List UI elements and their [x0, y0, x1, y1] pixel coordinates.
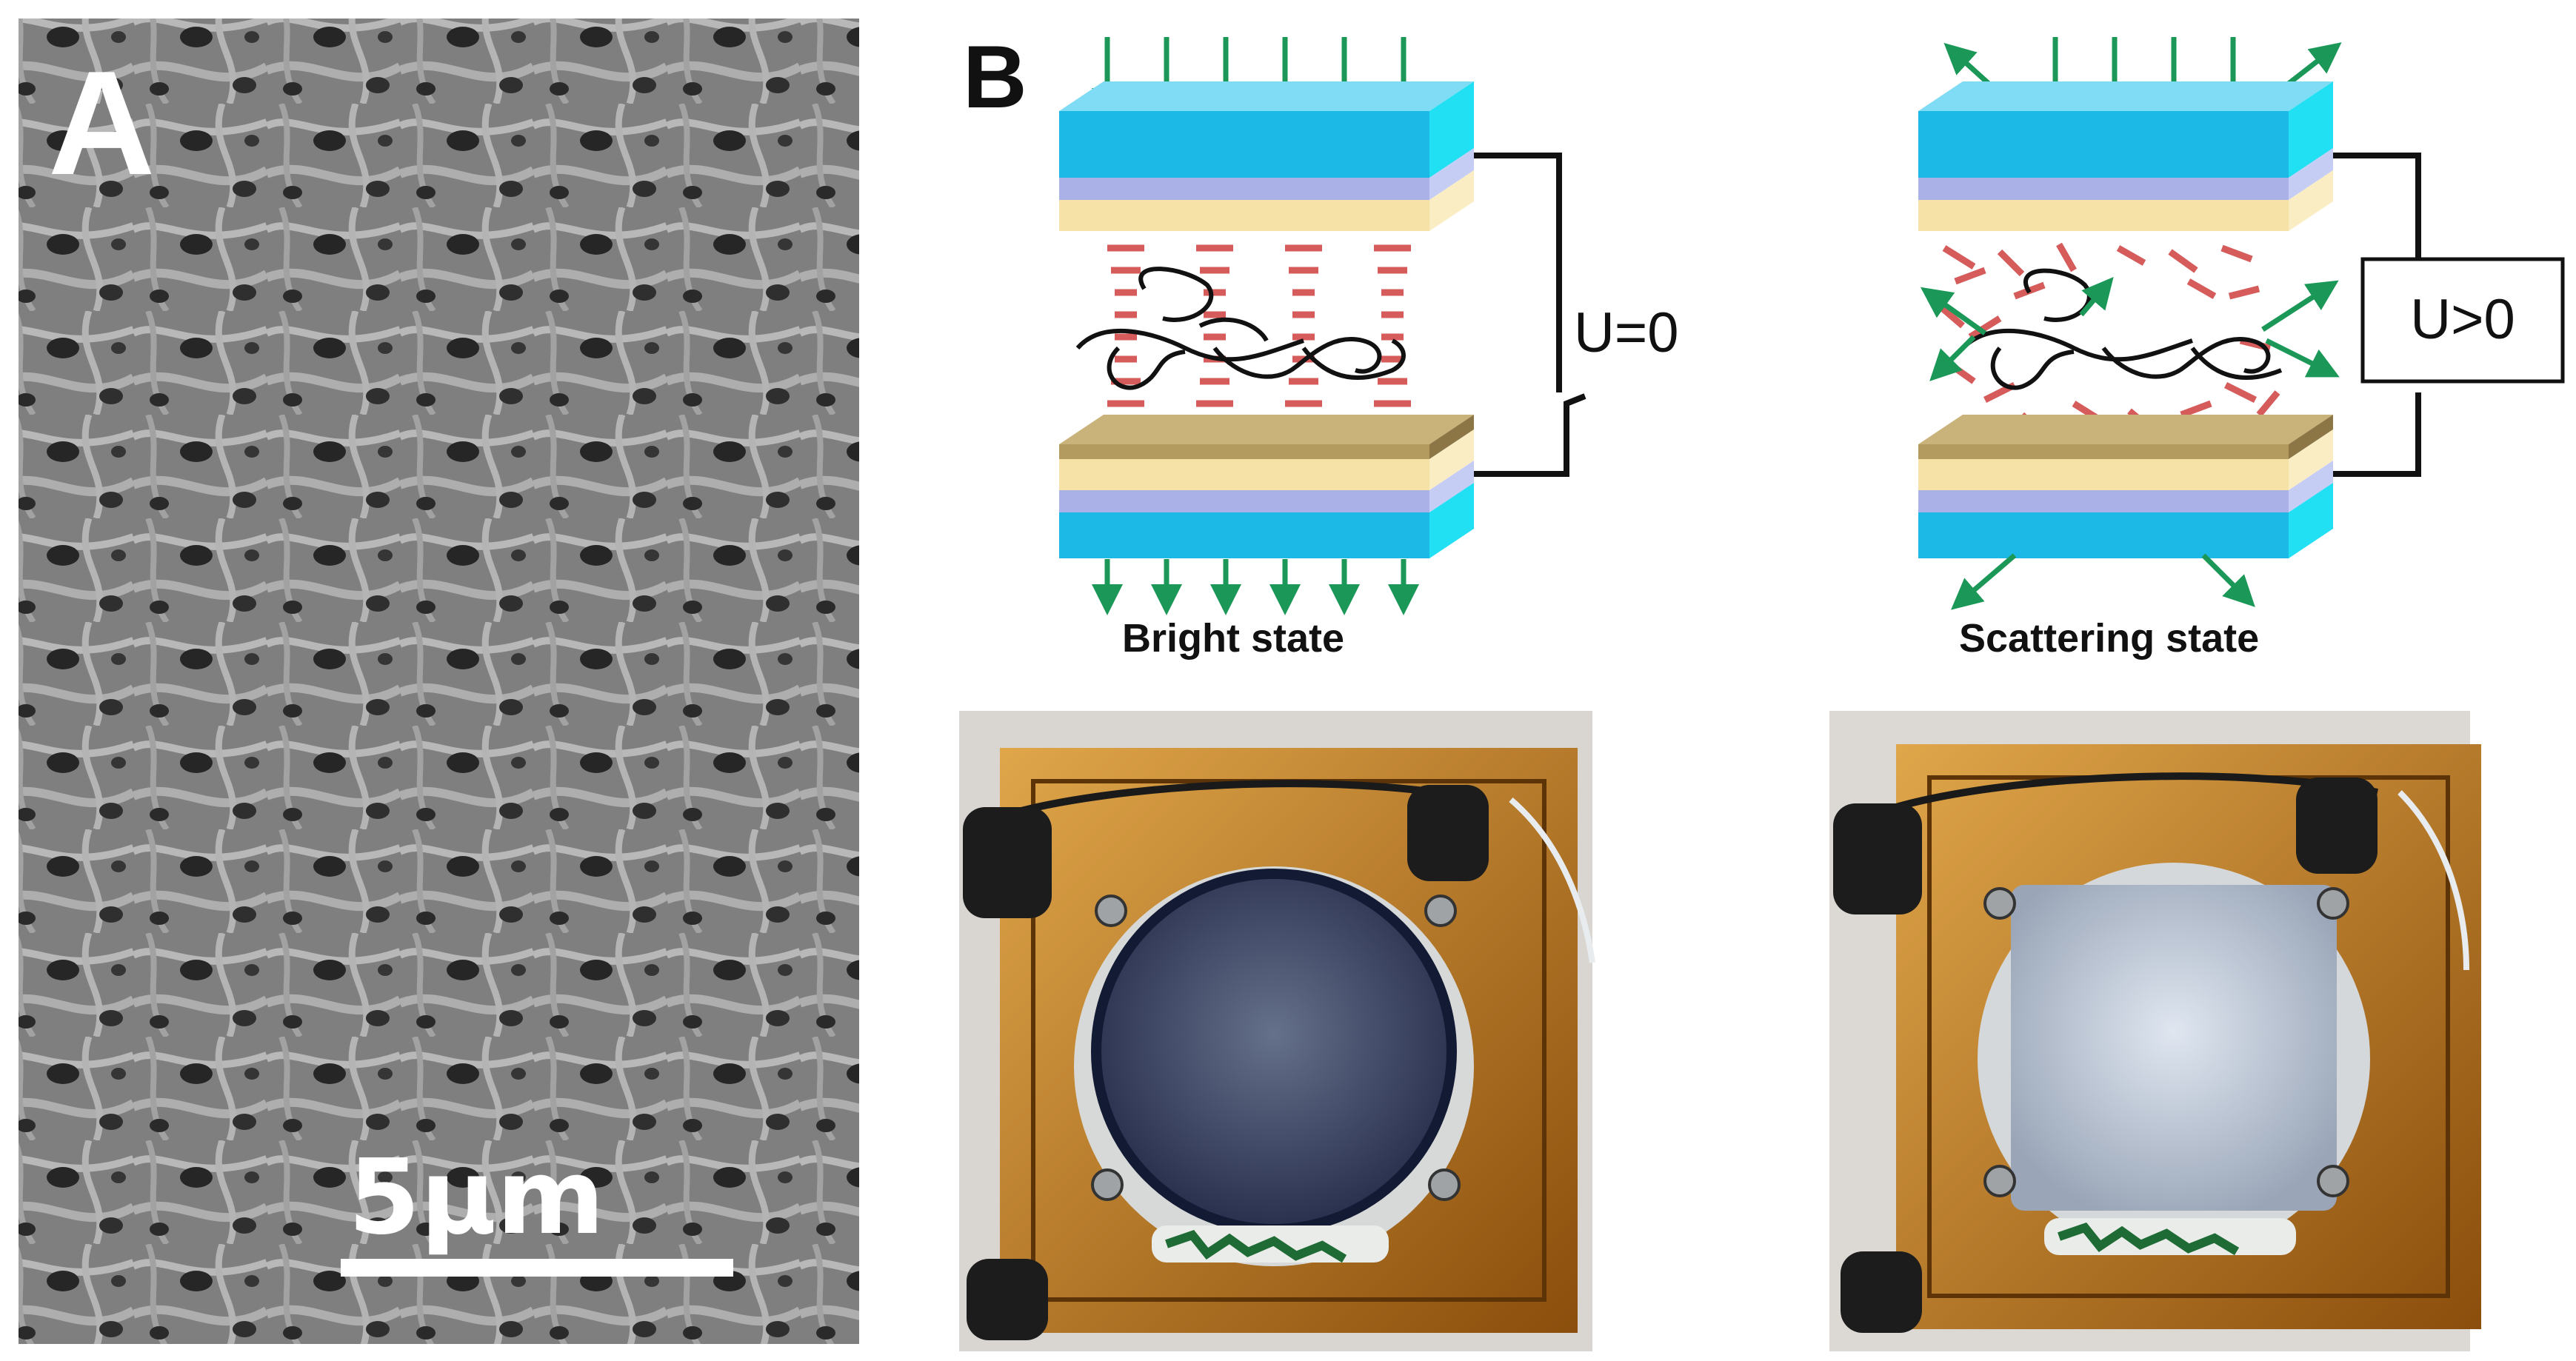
screw-icon	[1424, 894, 1457, 927]
cell-right: U>0 Scattering state	[1918, 37, 2565, 661]
sem-image-shade	[19, 19, 859, 1344]
sem-image	[19, 19, 859, 1344]
connector-icon	[2296, 778, 2378, 874]
wire-right	[2333, 153, 2421, 477]
window-dark	[1096, 874, 1452, 1229]
ito-layer	[1059, 490, 1429, 512]
alignment-layer	[1059, 200, 1429, 231]
lc-molecules-aligned	[1107, 244, 1411, 407]
scattering-state-label: Scattering state	[1959, 616, 2259, 661]
glass-layer	[1918, 512, 2289, 558]
glass-layer	[1059, 512, 1429, 558]
screw-icon	[2317, 887, 2349, 920]
photo-right	[1829, 711, 2481, 1351]
top-plate-right	[1918, 81, 2333, 231]
alignment-side	[1429, 170, 1474, 231]
scatter-arrow-icon	[1929, 335, 1976, 381]
outgoing-arrows-right	[1951, 553, 2255, 610]
alignment-side	[2289, 429, 2333, 490]
lc-column	[1374, 244, 1411, 407]
voltage-left: U=0	[1574, 301, 1679, 364]
connector-icon	[1833, 803, 1922, 914]
bottom-plate-left	[1059, 415, 1474, 558]
screw-icon	[1983, 887, 2016, 920]
glass-layer	[1918, 111, 2289, 178]
lc-molecules-random	[1935, 242, 2280, 448]
scatter-arrow-icon	[2261, 280, 2339, 332]
screw-icon	[1091, 1168, 1124, 1201]
panel-a: A 5μm	[19, 19, 859, 1344]
top-plate-left	[1059, 81, 1474, 231]
electrode-side	[1429, 415, 1474, 459]
polymer-network-right	[1961, 268, 2283, 390]
fiber-cable	[1509, 797, 1595, 963]
ito-side	[1429, 461, 1474, 512]
wire-left	[1474, 153, 1586, 477]
glass-side	[2289, 483, 2333, 558]
electrode-top	[1918, 415, 2333, 444]
alignment-side	[2289, 170, 2333, 231]
ito-side	[2289, 461, 2333, 512]
panel-a-label: A	[48, 41, 155, 206]
electrode-side	[2289, 415, 2333, 459]
polymer-network-left	[1075, 267, 1406, 390]
scatter-arrow-icon	[2265, 338, 2340, 378]
lc-column	[1285, 244, 1322, 407]
electrode-layer	[1059, 444, 1429, 459]
screw-icon	[2317, 1165, 2349, 1197]
ito-layer	[1918, 178, 2289, 200]
scattered-arrows	[1920, 277, 2340, 381]
alignment-side	[1429, 429, 1474, 490]
ito-side	[1429, 148, 1474, 200]
bright-state-label: Bright state	[1122, 616, 1344, 661]
glass-layer	[1059, 111, 1429, 178]
screw-icon	[1428, 1168, 1461, 1201]
screw-icon	[1983, 1165, 2016, 1197]
panel-b: B	[963, 27, 2565, 661]
glass-side	[1429, 483, 1474, 558]
glass-top	[1918, 81, 2333, 111]
alignment-layer	[1059, 459, 1429, 490]
window-milky	[2011, 885, 2337, 1211]
glass-side	[1429, 81, 1474, 178]
panel-c: C	[959, 711, 2481, 1351]
photo-left	[959, 711, 1595, 1351]
cell-left: U=0 Bright state	[1059, 37, 1679, 661]
connector-icon	[967, 1259, 1048, 1340]
connector-icon	[1841, 1251, 1922, 1333]
voltage-box	[2360, 257, 2565, 384]
connector-icon	[963, 807, 1052, 918]
glass-top	[1059, 81, 1474, 111]
marker-writing	[2058, 1222, 2240, 1256]
scatter-arrow-icon	[1920, 287, 1987, 335]
electrode-layer	[1918, 444, 2289, 459]
ito-side	[2289, 148, 2333, 200]
panel-b-label: B	[963, 27, 1027, 127]
screw-icon	[1095, 894, 1127, 927]
top-cable	[1006, 780, 1482, 818]
alignment-layer	[1918, 200, 2289, 231]
bottom-plate-right	[1918, 415, 2333, 558]
connector-icon	[1407, 785, 1489, 881]
fiber-cable	[2398, 790, 2469, 971]
scatter-arrow-icon	[2201, 553, 2255, 607]
alignment-layer	[1918, 459, 2289, 490]
scatter-arrow-icon	[2079, 277, 2114, 317]
electrode-top	[1059, 415, 1474, 444]
scale-bar-label: 5μm	[348, 1137, 604, 1258]
outgoing-arrows-left	[1092, 559, 1419, 615]
marker-writing	[1165, 1229, 1347, 1263]
voltage-right: U>0	[2410, 288, 2515, 351]
ito-layer	[1918, 490, 2289, 512]
scale-bar	[341, 1259, 733, 1277]
ito-layer	[1059, 178, 1429, 200]
scatter-arrow-icon	[1951, 553, 2017, 610]
glass-side	[2289, 81, 2333, 178]
